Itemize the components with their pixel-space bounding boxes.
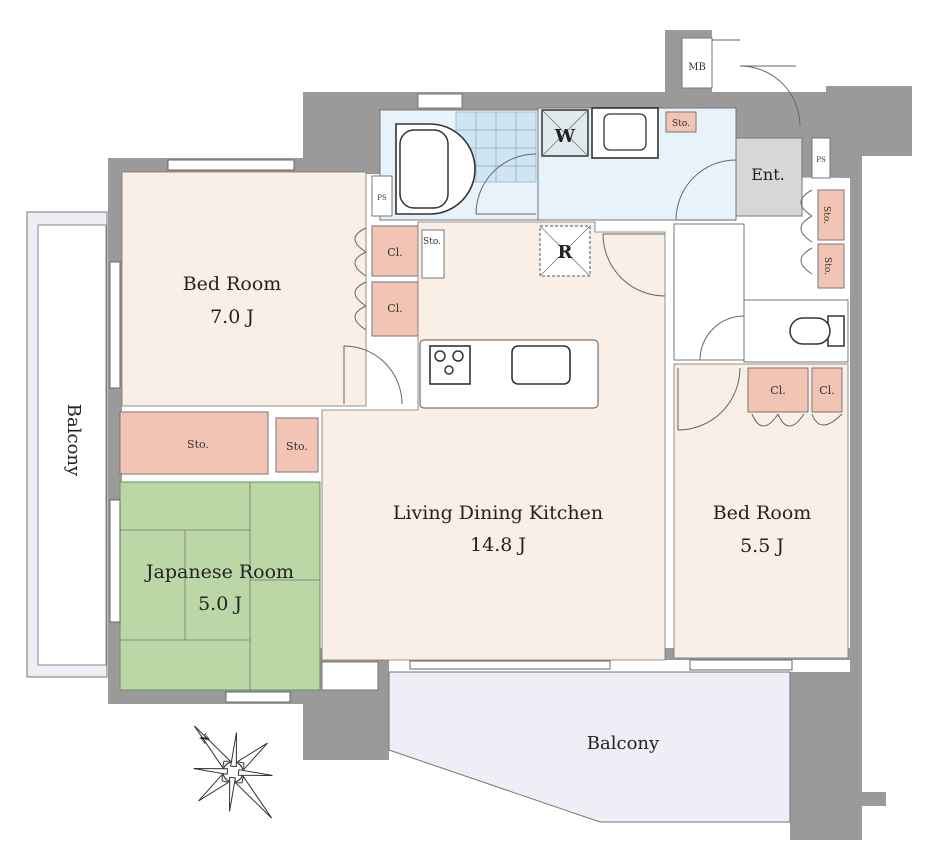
ldk: Living Dining Kitchen 14.8 J R Sto. [321,221,666,691]
storage-small-label: Sto. [286,440,308,453]
japanese-room: Japanese Room 5.0 J [109,481,321,703]
compass-icon: N [193,725,273,819]
balcony-west: Balcony [26,211,108,678]
bedroom-2: Cl. Cl. Bed Room 5.5 J [673,363,849,671]
japanese-room-name: Japanese Room [144,561,294,583]
closet-3 [747,367,809,413]
kitchen-sink [511,345,571,385]
closet-4 [811,367,843,413]
bedroom-2-size: 5.5 J [740,535,784,557]
bath-area: PS [371,93,539,221]
washer-label: W [554,126,576,147]
mb-label: MB [688,62,706,73]
bathtub [395,123,476,215]
meter-box: MB [681,37,801,127]
ps-left-label: PS [377,194,387,202]
washroom: W Sto. [537,107,737,221]
ps-right-label: PS [816,156,826,164]
bedroom-1-name: Bed Room [183,273,282,295]
balcony-south-label: Balcony [587,733,660,754]
ent-storage-1-label: Sto. [821,206,831,224]
closet-3-label: Cl. [770,384,785,397]
closet-2 [371,281,419,337]
closet-1 [371,225,419,277]
entrance: Ent. PS Sto. Sto. [735,137,845,289]
balcony-south: Balcony [388,671,791,823]
kitchen-storage-label: Sto. [423,237,441,247]
ent-storage-2-label: Sto. [822,257,832,275]
closet-4-label: Cl. [819,384,834,397]
toilet-room [673,223,849,363]
bedroom-2-name: Bed Room [713,502,812,524]
closet-2-label: Cl. [387,302,402,315]
balcony-west-label: Balcony [63,404,84,477]
storage-strip: Sto. Sto. [119,411,333,475]
ldk-name: Living Dining Kitchen [393,502,603,524]
fridge-label: R [558,242,574,263]
entrance-label: Ent. [751,165,785,184]
ldk-size: 14.8 J [470,534,526,556]
japanese-room-size: 5.0 J [198,593,242,615]
wash-storage-label: Sto. [672,119,690,129]
bedroom-1-size: 7.0 J [210,306,254,328]
closet-1-label: Cl. [387,246,402,259]
storage-strip-label: Sto. [187,438,209,451]
stove [429,345,471,385]
bedroom-1: Bed Room 7.0 J Cl. Cl. [109,159,419,407]
